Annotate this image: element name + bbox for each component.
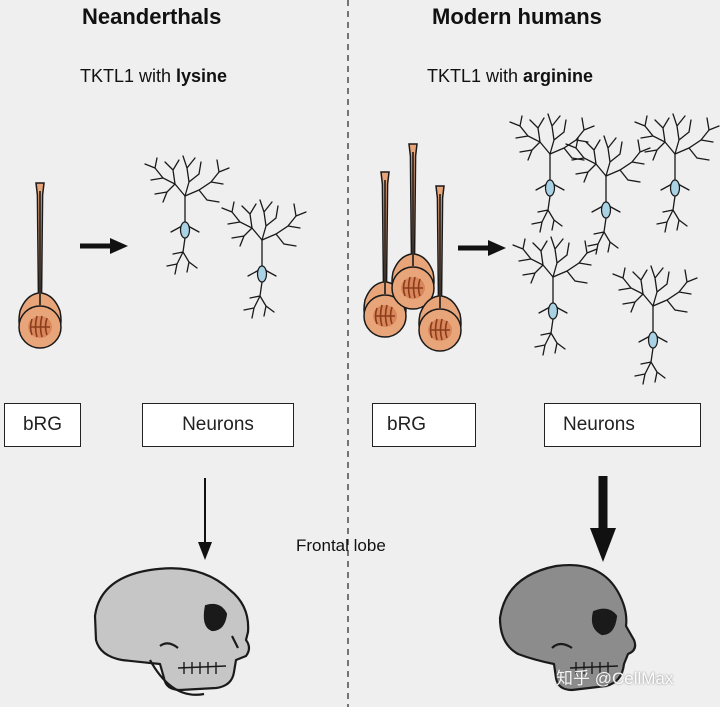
left-subtitle-residue: lysine xyxy=(176,66,228,86)
right-brg-label: bRG xyxy=(387,414,427,435)
right-down-arrowhead xyxy=(590,528,616,562)
left-arrowhead xyxy=(110,238,128,254)
right-arrowhead xyxy=(488,240,506,256)
right-subtitle-prefix: TKTL1 with xyxy=(427,66,524,86)
right-subtitle-residue: arginine xyxy=(523,66,594,86)
left-neurons-box: Neurons xyxy=(142,403,294,447)
left-brg-label: bRG xyxy=(22,414,63,435)
right-brg-cells xyxy=(363,143,462,352)
frontal-lobe-label: Frontal lobe xyxy=(296,536,386,555)
left-down-arrowhead xyxy=(198,542,212,560)
left-brg-box: bRG xyxy=(4,403,81,447)
left-brg-cell xyxy=(18,182,62,349)
left-neurons-label: Neurons xyxy=(182,414,254,435)
left-heading: Neanderthals xyxy=(82,4,222,29)
right-neurons-label: Neurons xyxy=(563,414,635,435)
right-subtitle: TKTL1 with arginine xyxy=(427,66,593,87)
modern-human-skull xyxy=(498,564,637,692)
watermark: 知乎 @CellMax xyxy=(556,669,674,688)
right-brg-box: bRG xyxy=(372,403,476,447)
right-heading: Modern humans xyxy=(432,4,602,29)
neanderthal-skull xyxy=(93,567,251,696)
left-neurons xyxy=(145,156,306,318)
right-neurons xyxy=(510,114,719,384)
left-subtitle-prefix: TKTL1 with xyxy=(80,66,177,86)
right-neurons-box: Neurons xyxy=(544,403,701,447)
left-subtitle: TKTL1 with lysine xyxy=(80,66,227,87)
